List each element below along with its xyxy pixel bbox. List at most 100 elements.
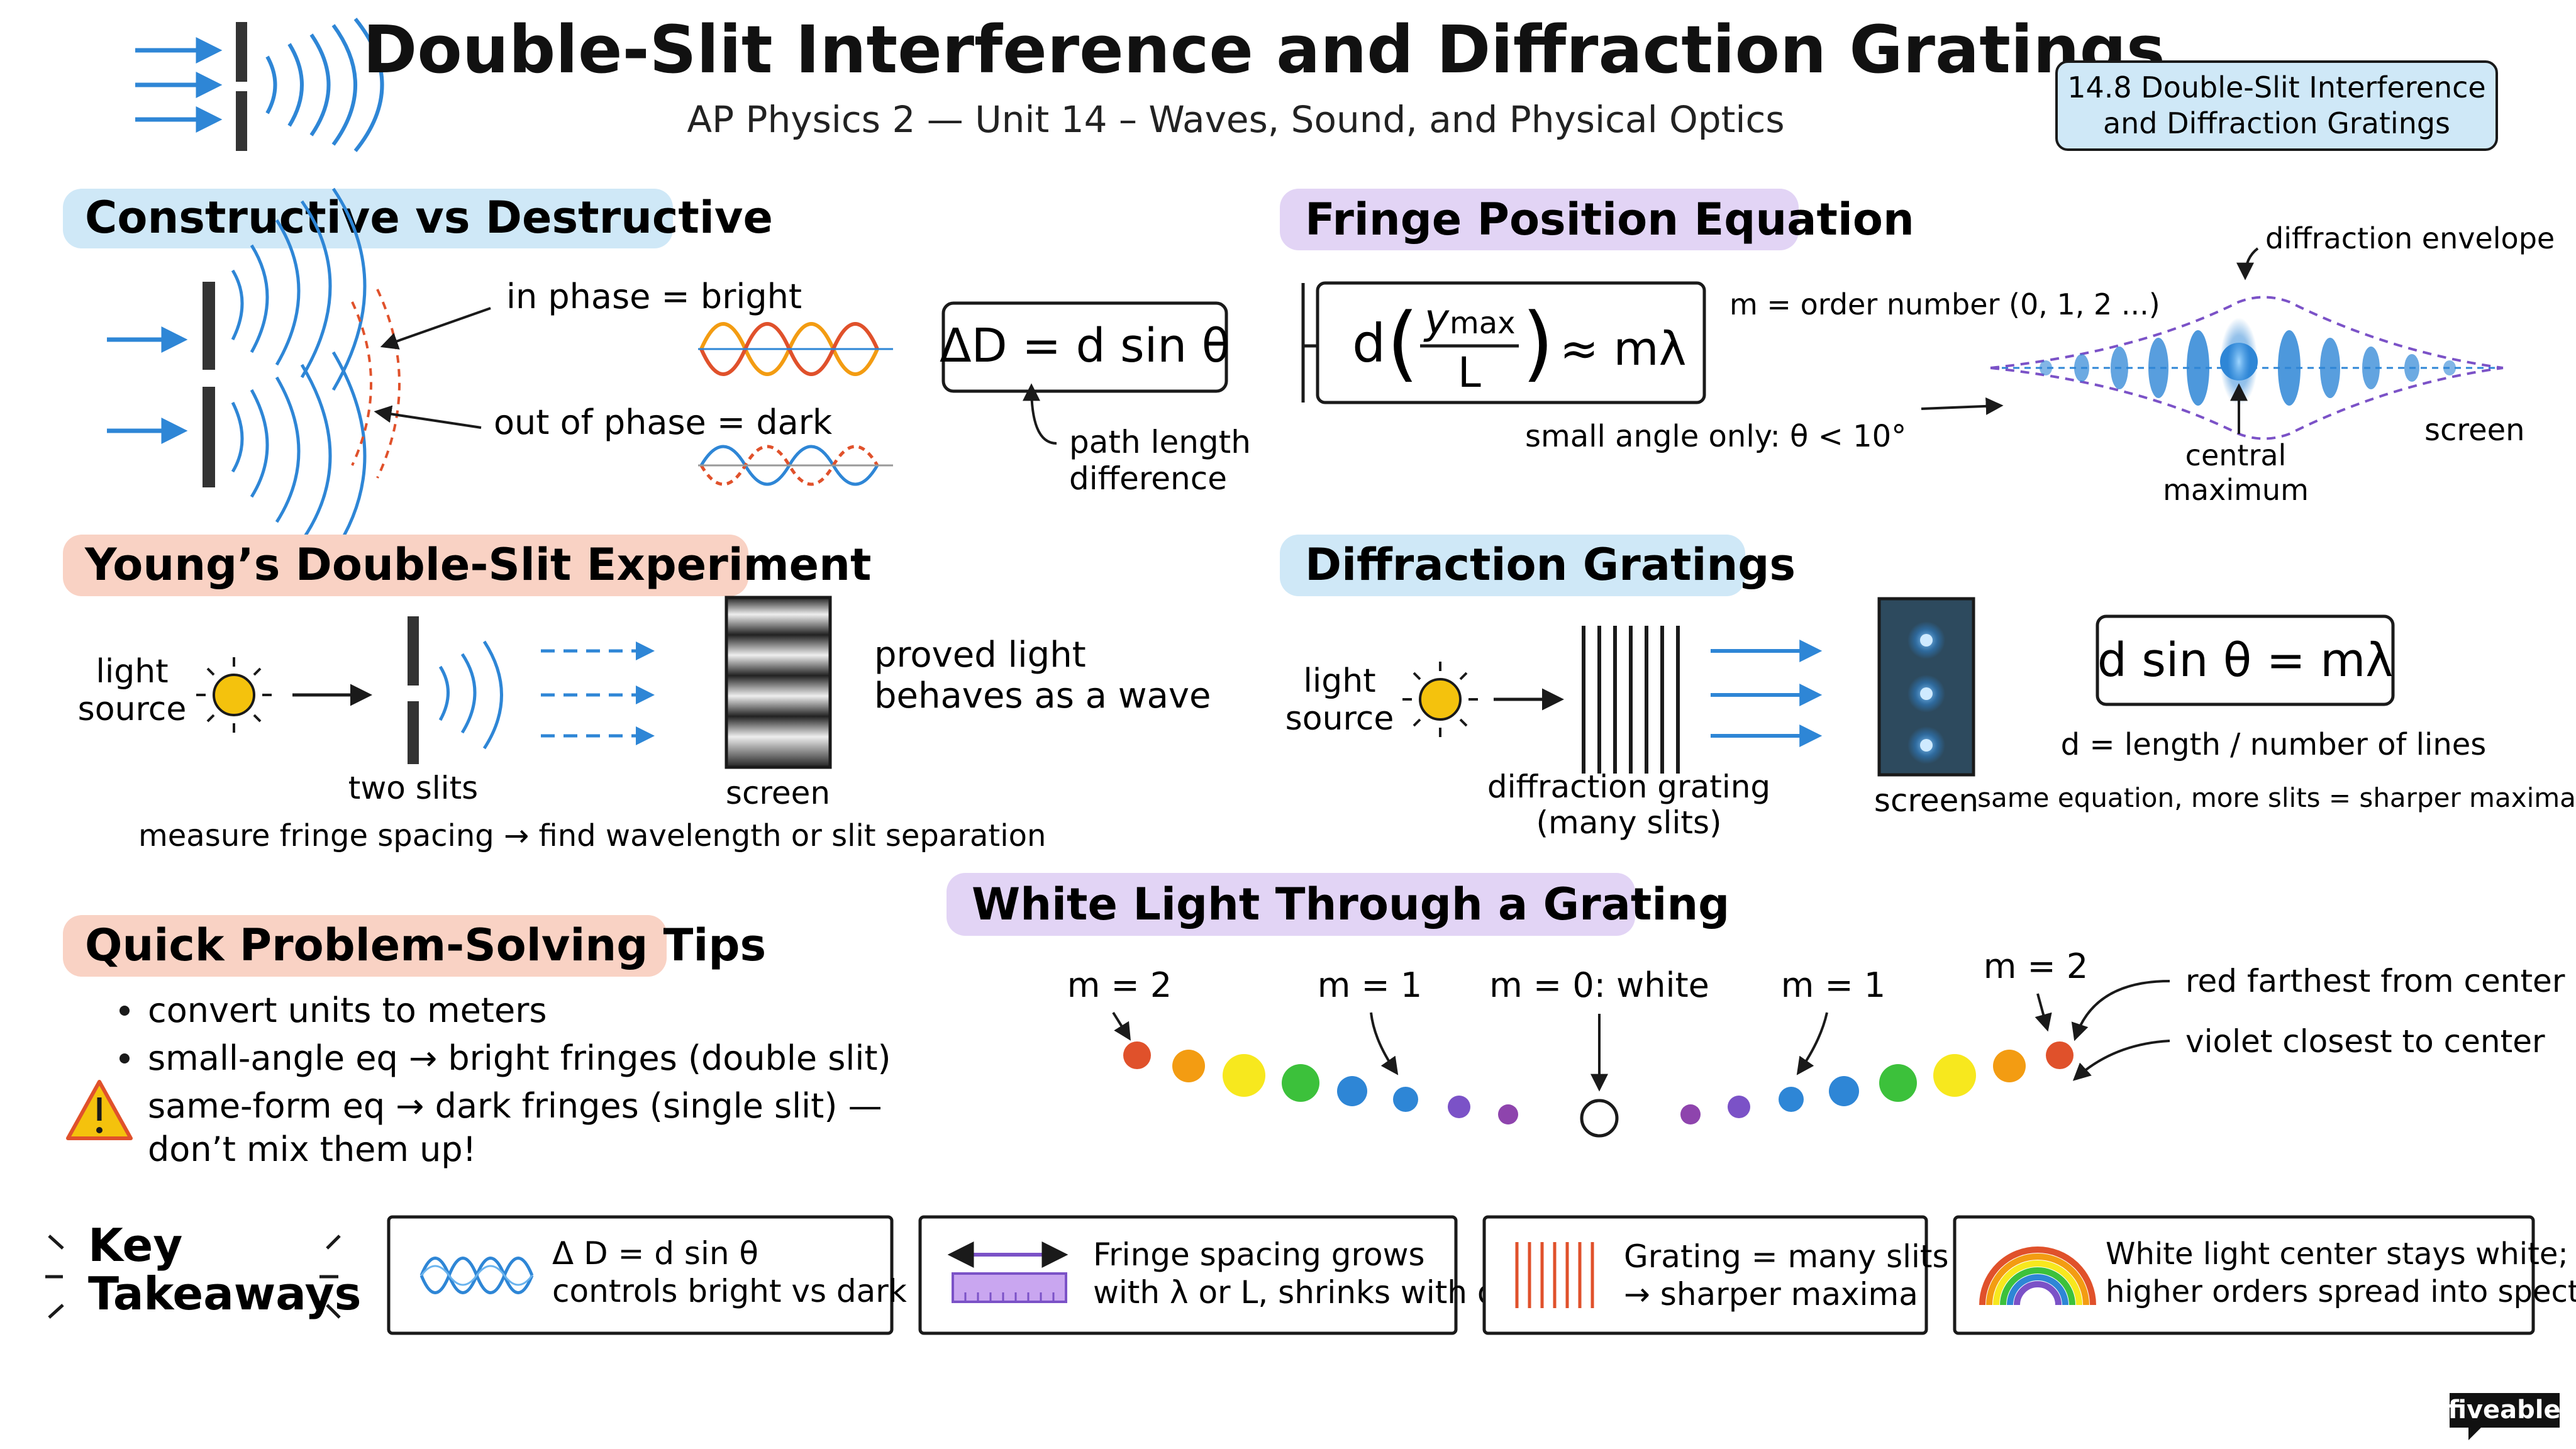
takeaway-1-line1: Δ D = d sin θ: [552, 1235, 758, 1272]
out-phase-arrow: [374, 405, 482, 429]
tip-item-1: convert units to meters: [148, 991, 547, 1030]
white-m1-right-label: m = 1: [1781, 965, 1886, 1005]
white-m0-label: m = 0: white: [1489, 965, 1709, 1005]
violet-note-arrow: [2072, 1040, 2170, 1081]
takeaway-card-4: White light center stays white; higher o…: [1953, 1215, 2576, 1335]
brand-label: fiveable: [2448, 1396, 2560, 1424]
diffraction-envelope-diagram: [1990, 296, 2504, 440]
m1-right-arrow: [1796, 1012, 1828, 1075]
tip-bullet-1: [119, 1006, 130, 1016]
grating-lines-icon: [1515, 1242, 1594, 1308]
central-max-label-1: central: [2185, 438, 2287, 472]
white-m2-left-label: m = 2: [1067, 965, 1172, 1005]
takeaways-label-line2: Takeaways: [88, 1267, 361, 1320]
young-two-slits: [408, 616, 503, 764]
fringe-screen-label: screen: [2424, 413, 2525, 448]
grating-screen-label: screen: [1874, 782, 1979, 819]
young-light-label-2: source: [78, 691, 187, 728]
white-heading-band: [947, 873, 1635, 936]
warning-icon: [66, 1080, 133, 1140]
grating-same-equation-note: same equation, more slits = sharper maxi…: [1977, 782, 2576, 813]
white-heading: White Light Through a Grating: [972, 879, 1729, 930]
fringe-eq-L: L: [1458, 348, 1481, 397]
grating-equation: d sin θ = mλ: [2097, 633, 2393, 687]
fringe-eq-y: y: [1423, 295, 1450, 343]
path-difference-arrow: [1023, 383, 1057, 445]
topic-badge: 14.8 Double-Slit Interference and Diffra…: [2055, 60, 2498, 151]
in-phase-waves: [698, 322, 893, 376]
young-proved-line1: proved light: [874, 635, 1086, 675]
white-m2-right-label: m = 2: [1984, 947, 2089, 986]
central-max-label-2: maximum: [2163, 473, 2309, 507]
path-difference-equation: ΔD = d sin θ: [940, 319, 1230, 373]
takeaways-label: Key Takeaways: [45, 1219, 361, 1320]
violet-closest-note: violet closest to center: [2185, 1023, 2545, 1060]
tip-item-3: same-form eq → dark fringes (single slit…: [148, 1086, 882, 1126]
fringe-eq-rhs: ≈ mλ: [1560, 322, 1686, 376]
grating-light-label-1: light: [1303, 662, 1375, 700]
red-note-arrow: [2071, 980, 2170, 1041]
interference-waves-icon: [419, 1257, 534, 1294]
grating-screen: [1877, 597, 1975, 777]
small-angle-note: small angle only: θ < 10°: [1525, 419, 1906, 454]
takeaways-label-line1: Key: [88, 1219, 182, 1272]
grating-equation-box: [2096, 614, 2395, 706]
young-light-label-1: light: [96, 653, 168, 691]
tips-heading: Quick Problem-Solving Tips: [85, 919, 766, 971]
red-farthest-note: red farthest from center: [2185, 963, 2565, 999]
young-proved-line2: behaves as a wave: [874, 675, 1211, 716]
fringe-eq-max: max: [1450, 306, 1516, 341]
grating-light-label-2: source: [1285, 700, 1394, 738]
young-two-slits-label: two slits: [348, 770, 478, 806]
path-difference-label-1: path length: [1069, 424, 1251, 460]
grating-d-definition: d = length / number of lines: [2061, 727, 2487, 762]
constructive-heading: Constructive vs Destructive: [85, 192, 773, 243]
path-difference-label-2: difference: [1069, 460, 1227, 497]
rainbow-icon: [1979, 1246, 2096, 1306]
young-measure-note: measure fringe spacing → find wavelength…: [138, 818, 1046, 853]
fiveable-logo: fiveable: [2448, 1393, 2561, 1440]
envelope-label: diffraction envelope: [2265, 221, 2555, 255]
badge-line1: 14.8 Double-Slit Interference: [2067, 70, 2485, 104]
takeaway-1-line2: controls bright vs dark: [552, 1273, 907, 1309]
young-heading-band: [63, 535, 748, 596]
fringe-heading: Fringe Position Equation: [1305, 194, 1914, 245]
young-screen-label: screen: [726, 775, 830, 811]
fringe-equation-box: d ( y max L ) ≈ mλ: [1301, 281, 1706, 404]
page-subtitle: AP Physics 2 — Unit 14 – Waves, Sound, a…: [687, 98, 1784, 141]
in-phase-label: in phase = bright: [506, 277, 802, 316]
fringe-eq-d: d: [1352, 313, 1385, 374]
grating-light-rays: [1711, 640, 1823, 747]
m1-left-arrow: [1370, 1012, 1399, 1075]
young-fringe-screen: [724, 596, 832, 769]
takeaway-card-3: Grating = many slits → sharper maxima: [1482, 1215, 1949, 1335]
fringe-to-screen-arrow: [1921, 397, 2004, 415]
path-difference-equation-box: [941, 301, 1228, 393]
white-light-spectrum-dots: [1123, 1041, 2074, 1138]
takeaway-card-2: Fringe spacing grows with λ or L, shrink…: [918, 1215, 1497, 1335]
in-phase-arrow: [380, 307, 491, 350]
grating-heading-band: [1280, 535, 1745, 596]
young-light-rays: [541, 641, 655, 745]
grating-heading: Diffraction Gratings: [1305, 539, 1796, 591]
grating-label-2: (many slits): [1536, 804, 1721, 841]
takeaway-3-line2: → sharper maxima: [1624, 1276, 1918, 1313]
ruler-spacing-icon: [947, 1241, 1069, 1303]
out-phase-label: out of phase = dark: [494, 402, 833, 442]
takeaway-4-line1: White light center stays white;: [2106, 1236, 2568, 1272]
double-slit-wavefront-diagram: [107, 187, 401, 555]
grating-sun-icon: [1402, 662, 1478, 737]
order-number-note: m = order number (0, 1, 2 ...): [1729, 287, 2160, 321]
white-m1-left-label: m = 1: [1318, 965, 1423, 1005]
fringe-eq-close-paren: ): [1522, 295, 1554, 391]
m2-right-arrow: [2035, 993, 2052, 1032]
fringe-eq-open-paren: (: [1387, 295, 1419, 391]
takeaway-2-line2: with λ or L, shrinks with d: [1093, 1274, 1497, 1311]
takeaway-3-line1: Grating = many slits: [1624, 1238, 1949, 1275]
young-sun-icon: [196, 657, 272, 733]
tips-heading-band: [63, 915, 667, 977]
young-heading: Young’s Double-Slit Experiment: [84, 539, 871, 591]
diffraction-grating-lines: [1582, 626, 1680, 774]
grating-label-1: diffraction grating: [1487, 769, 1770, 805]
tip-bullet-2: [119, 1053, 130, 1063]
